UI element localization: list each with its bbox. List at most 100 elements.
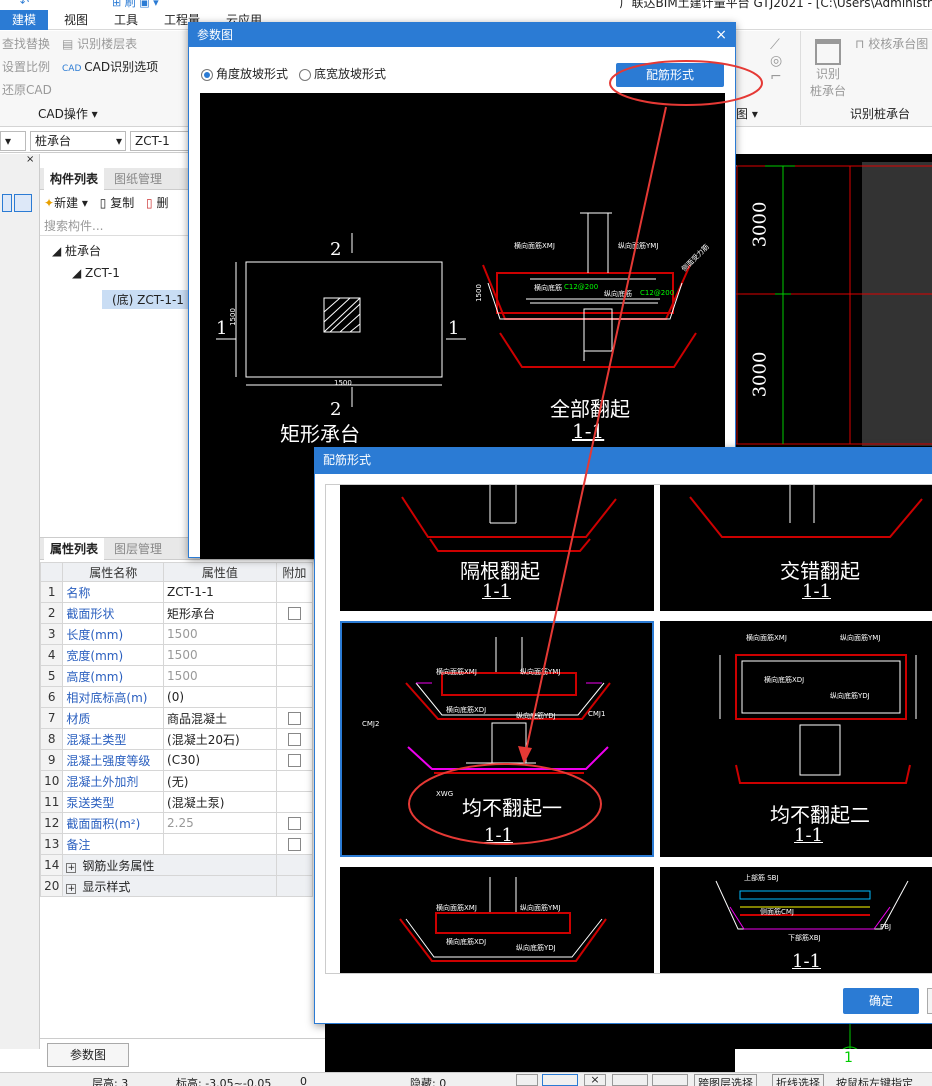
checkbox[interactable] — [287, 838, 301, 851]
status-tool-icon[interactable] — [516, 1074, 538, 1086]
property-value[interactable]: 商品混凝土 — [163, 707, 277, 729]
ok-button[interactable]: 确定 — [843, 988, 919, 1014]
radio-bottom-width[interactable]: 底宽放坡形式 — [299, 65, 386, 82]
tab-view[interactable]: 视图 — [64, 13, 89, 27]
undo-icon[interactable]: ↶ — [20, 0, 30, 9]
layout-icon[interactable] — [14, 194, 32, 212]
tree-item-root[interactable]: ◢ 桩承台 — [52, 244, 102, 258]
type-select[interactable]: 桩承台▾ — [30, 131, 126, 151]
property-value[interactable]: 1500 — [163, 644, 277, 666]
identify-floor-button[interactable]: ▤ 识别楼层表 — [62, 37, 138, 51]
tab-component-list[interactable]: 构件列表 — [44, 168, 105, 190]
across-layer-button[interactable]: 跨图层选择 — [694, 1074, 757, 1086]
close-icon[interactable]: × — [715, 27, 727, 43]
angle-icon[interactable] — [612, 1074, 648, 1086]
plus-icon[interactable] — [652, 1074, 688, 1086]
param-drawing-button[interactable]: 参数图 — [47, 1043, 129, 1067]
property-value[interactable]: (C30) — [163, 749, 277, 771]
new-button[interactable]: ✦新建 ▾ — [44, 196, 88, 210]
option-no-bend-2[interactable]: 横向面筋XMJ 纵向面筋YMJ 横向底筋XDJ 纵向底筋YDJ 均不翻起二 1-… — [660, 621, 932, 857]
rebar-dialog-title: 配筋形式 — [315, 448, 932, 474]
find-replace-button[interactable]: 查找替换 — [2, 37, 51, 51]
option-six[interactable]: 上部筋 SBJ 侧面筋CMJ 下部筋XBJ PBJ 1-1 — [660, 867, 932, 973]
check-cap-button[interactable]: ⊓ 校核承台图 — [855, 37, 929, 51]
rebar-form-button[interactable]: 配筋形式 — [616, 63, 724, 87]
property-value[interactable]: (混凝土泵) — [163, 791, 277, 813]
checkbox[interactable] — [287, 712, 301, 725]
row-number: 8 — [39, 728, 64, 750]
restore-cad-button[interactable]: 还原CAD — [2, 83, 52, 97]
property-name: 泵送类型 — [62, 791, 165, 813]
tab-property-list[interactable]: 属性列表 — [44, 538, 105, 560]
cancel-button[interactable] — [927, 988, 932, 1014]
property-name: 备注 — [62, 833, 165, 855]
label-hmj: 横向面筋XMJ — [746, 634, 787, 642]
label-zdj: 纵向底筋YDJ — [516, 944, 556, 952]
delete-button[interactable]: ▯ 删 — [146, 196, 169, 210]
label-zdj: 纵向底筋YDJ — [516, 712, 556, 720]
option-no-bend-1[interactable]: 横向面筋XMJ 纵向面筋YMJ 横向底筋XDJ 纵向底筋YDJ CMJ2 CMJ… — [340, 621, 654, 857]
close-icon[interactable]: × — [26, 154, 35, 165]
copy-button[interactable]: ▯ 复制 — [99, 196, 135, 210]
draw-tools-icon[interactable]: ⟋◎⌐ — [770, 37, 783, 85]
tab-drawing-manage[interactable]: 图纸管理 — [114, 172, 163, 186]
window-title: 广联达BIM土建计量平台 GTJ2021 - [C:\Users\Adminis… — [619, 0, 932, 10]
quick-access-icon[interactable]: ⊞ 刷 ▣ ▾ — [112, 0, 159, 9]
expand-icon[interactable]: + — [66, 862, 77, 873]
property-value[interactable]: (0) — [163, 686, 277, 708]
checkbox[interactable] — [287, 733, 301, 746]
property-value[interactable]: (无) — [163, 770, 277, 792]
search-input[interactable]: 搜索构件... — [40, 216, 190, 236]
nav-icon[interactable] — [2, 194, 12, 212]
rebar-grid: 隔根翻起 1-1 交错翻起 1-1 横向面筋XMJ — [325, 484, 932, 974]
property-value[interactable]: (混凝土20石) — [163, 728, 277, 750]
expand-icon[interactable]: + — [66, 883, 77, 894]
tab-tools[interactable]: 工具 — [114, 13, 139, 27]
polyline-select-button[interactable]: 折线选择 — [772, 1074, 824, 1086]
set-scale-button[interactable]: 设置比例 — [2, 60, 51, 74]
checkbox[interactable] — [287, 607, 301, 620]
plan-label-top: 2 — [330, 239, 342, 260]
radio-angle[interactable]: 角度放坡形式 — [201, 65, 288, 82]
checkbox[interactable] — [287, 817, 301, 830]
property-group-row[interactable]: 14+钢筋业务属性 — [39, 854, 314, 876]
tree-item-zct1-1[interactable]: (底) ZCT-1-1 — [102, 290, 194, 309]
option-alternate-bend[interactable]: 隔根翻起 1-1 — [340, 485, 654, 611]
property-value[interactable]: ZCT-1-1 — [163, 581, 277, 603]
section-label-hdj: 横向底筋 — [534, 284, 562, 292]
option-staggered-bend[interactable]: 交错翻起 1-1 — [660, 485, 932, 611]
label-zmj: 纵向面筋YMJ — [520, 904, 561, 912]
identify-cap-button[interactable]: 识别 桩承台 — [808, 39, 848, 99]
property-name: 高度(mm) — [62, 665, 165, 687]
property-value[interactable]: 矩形承台 — [163, 602, 277, 624]
floor-select[interactable]: ▾ — [0, 131, 26, 151]
tab-layer-manage[interactable]: 图层管理 — [114, 542, 163, 556]
checkbox[interactable] — [287, 754, 301, 767]
cad-canvas-bottom[interactable] — [325, 1023, 735, 1072]
select-mode-icon[interactable] — [542, 1074, 578, 1086]
property-value[interactable]: 1500 — [163, 623, 277, 645]
cad-identify-options-button[interactable]: CAD CAD识别选项 — [62, 60, 159, 74]
option-five[interactable]: 横向面筋XMJ 纵向面筋YMJ 横向底筋XDJ 纵向底筋YDJ — [340, 867, 654, 973]
property-value[interactable] — [163, 833, 277, 855]
tab-modeling[interactable]: 建模 — [0, 10, 49, 30]
tree-item-zct1[interactable]: ◢ ZCT-1 — [72, 266, 120, 280]
cross-icon[interactable]: × — [584, 1074, 606, 1086]
property-value[interactable]: 2.25 — [163, 812, 277, 834]
option-title: 隔根翻起 — [460, 559, 540, 583]
property-value[interactable]: 1500 — [163, 665, 277, 687]
property-group-row[interactable]: 20+显示样式 — [39, 875, 314, 897]
